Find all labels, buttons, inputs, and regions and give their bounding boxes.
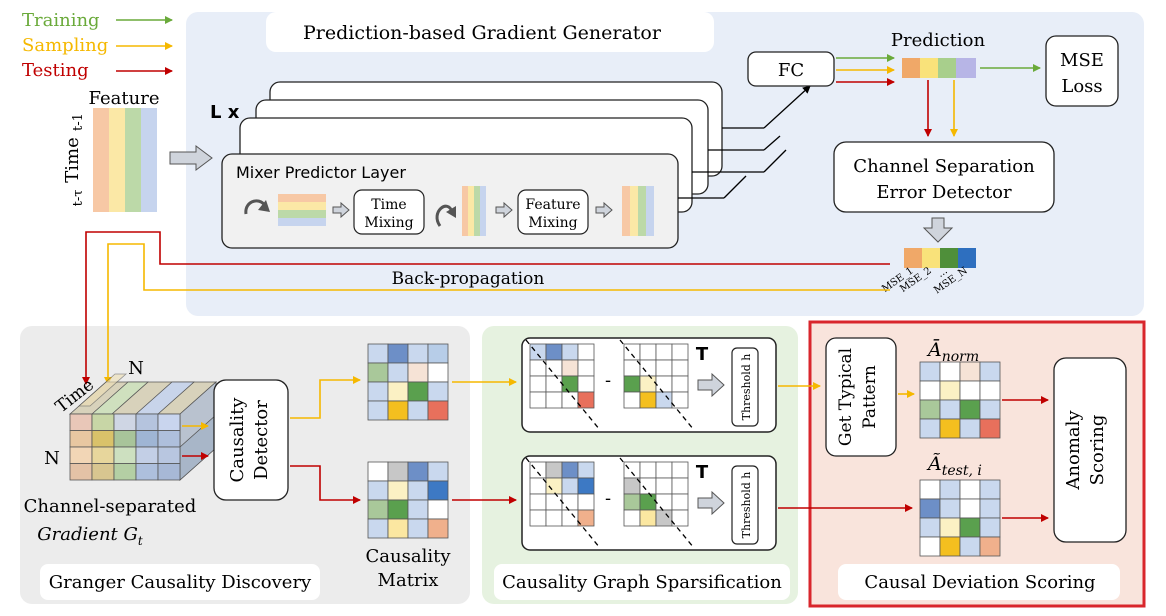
typical-pattern-box: [825, 337, 897, 457]
sparsification-title: Causality Graph Sparsification: [502, 572, 782, 593]
a-norm-label: Ānorm: [926, 338, 979, 365]
sparse-sampling-right-diagonal: [619, 339, 695, 431]
input-feature-label: Feature: [89, 88, 160, 109]
cube-n-left: N: [44, 448, 60, 469]
threshold-box-testing: [731, 465, 759, 545]
scoring-title: Causal Deviation Scoring: [864, 572, 1095, 593]
detector-to-matrix-testing: [290, 465, 361, 504]
sparsification-title-box: [494, 564, 790, 600]
detector-to-matrix-sampling: [290, 376, 361, 419]
sparse-testing-left-matrix: [529, 461, 595, 527]
time-mixing-line2: Mixing: [364, 215, 413, 231]
input-to-layer-arrow: [169, 145, 213, 171]
causality-matrix-line1: Causality: [366, 546, 452, 567]
feature-mixing-line2: Mixing: [528, 215, 577, 231]
anomaly-scoring-line2: Scoring: [1087, 415, 1108, 486]
mse-loss-line1: MSE: [1060, 50, 1104, 71]
backprop-label: Back-propagation: [392, 269, 545, 289]
input-time-top: t-1: [71, 113, 86, 131]
typical-pattern-line1: Get Typical: [836, 348, 856, 446]
sparse-sampling-arrow: [697, 372, 725, 398]
time-mixing-box: [353, 189, 425, 235]
sparse-testing-left-diagonal: [525, 457, 601, 549]
a-test-subscript: test, i: [942, 463, 982, 479]
detector-to-mse-arrow: [922, 217, 954, 243]
gradient-label-line2: Gradient Gt: [37, 524, 143, 548]
causality-matrix-sampling: [367, 343, 449, 421]
layers-label: L x: [210, 102, 240, 123]
causality-detector-box: [213, 379, 289, 501]
layer-output-columns: [622, 186, 654, 236]
fc-label: FC: [778, 60, 804, 81]
feature-mixing-line1: Feature: [525, 197, 580, 213]
feature-mixing-box: [517, 189, 589, 235]
sparse-testing-transpose: T: [696, 462, 709, 483]
sparse-sampling-right-matrix: [623, 343, 689, 409]
a-test-matrix: [919, 479, 1001, 557]
mse-loss-box: [1045, 35, 1119, 107]
scoring-title-box: [838, 564, 1120, 600]
gradient-cube: [68, 373, 218, 481]
sparse-testing-right-diagonal: [619, 457, 695, 549]
threshold-label-testing: Threshold h: [740, 472, 753, 539]
channel-detector-box: [833, 141, 1055, 213]
a-test-label: Ãtest, i: [926, 453, 982, 479]
feature-to-output-arrow: [595, 201, 613, 219]
prediction-label: Prediction: [891, 30, 986, 51]
sparse-sampling-minus: -: [605, 370, 611, 391]
anomaly-scoring-box: [1053, 357, 1127, 543]
causality-detector-line1: Causality: [227, 397, 248, 483]
time-mixed-columns: [462, 186, 486, 236]
legend-training-label: Training: [22, 10, 100, 31]
cube-n-top: N: [128, 358, 144, 379]
input-time-label: Time: [62, 137, 83, 182]
generator-title-box: [266, 12, 714, 52]
a-norm-symbol: Ā: [926, 338, 942, 361]
gradient-subscript: t: [138, 534, 143, 548]
a-norm-subscript: norm: [942, 349, 979, 365]
mse-loss-line2: Loss: [1061, 76, 1102, 97]
granger-title-box: [40, 564, 320, 600]
legend-testing-label: Testing: [22, 60, 89, 81]
threshold-label-sampling: Threshold h: [740, 354, 753, 421]
granger-title: Granger Causality Discovery: [49, 572, 312, 593]
gradient-label-line1: Channel-separated: [24, 496, 197, 517]
fc-box: [747, 51, 835, 87]
rotate-icon-head: [258, 200, 270, 212]
channel-detector-line1: Channel Separation: [853, 156, 1035, 177]
prediction-vector: [902, 58, 976, 78]
sparse-testing-arrow: [697, 490, 725, 516]
time-mixing-line1: Time: [371, 197, 406, 213]
channel-detector-line2: Error Detector: [876, 182, 1012, 203]
backprop-sampling-line: [104, 243, 890, 385]
gradient-symbol: Gradient G: [37, 524, 138, 545]
sparse-testing-minus: -: [605, 488, 611, 509]
sparse-sampling-transpose: T: [696, 344, 709, 365]
strips-to-time-arrow: [332, 201, 350, 219]
backprop-testing-line: [82, 231, 890, 385]
layer-outputs-to-fc: [678, 85, 811, 199]
typical-pattern-line2: Pattern: [860, 365, 880, 429]
causality-matrix-line2: Matrix: [378, 570, 439, 591]
threshold-box-sampling: [731, 347, 759, 427]
rotate-icon-head: [446, 206, 456, 218]
legend-sampling-label: Sampling: [22, 35, 108, 56]
input-feature-matrix: [93, 108, 157, 212]
sparse-sampling-left-diagonal: [525, 339, 601, 431]
causality-detector-line2: Detector: [251, 400, 272, 480]
input-time-bottom: t-τ: [71, 190, 86, 207]
sparse-testing-right-matrix: [623, 461, 689, 527]
mse-vector: [904, 248, 976, 268]
a-test-symbol: Ã: [926, 453, 942, 475]
layer-name: Mixer Predictor Layer: [236, 163, 406, 182]
generator-title: Prediction-based Gradient Generator: [303, 22, 662, 44]
sparse-sampling-left-matrix: [529, 343, 595, 409]
time-to-feature-arrow: [495, 201, 513, 219]
a-norm-matrix: [919, 361, 1001, 439]
layer-input-strips: [278, 194, 326, 226]
anomaly-scoring-line1: Anomaly: [1063, 410, 1084, 491]
causality-matrix-testing: [367, 461, 449, 539]
